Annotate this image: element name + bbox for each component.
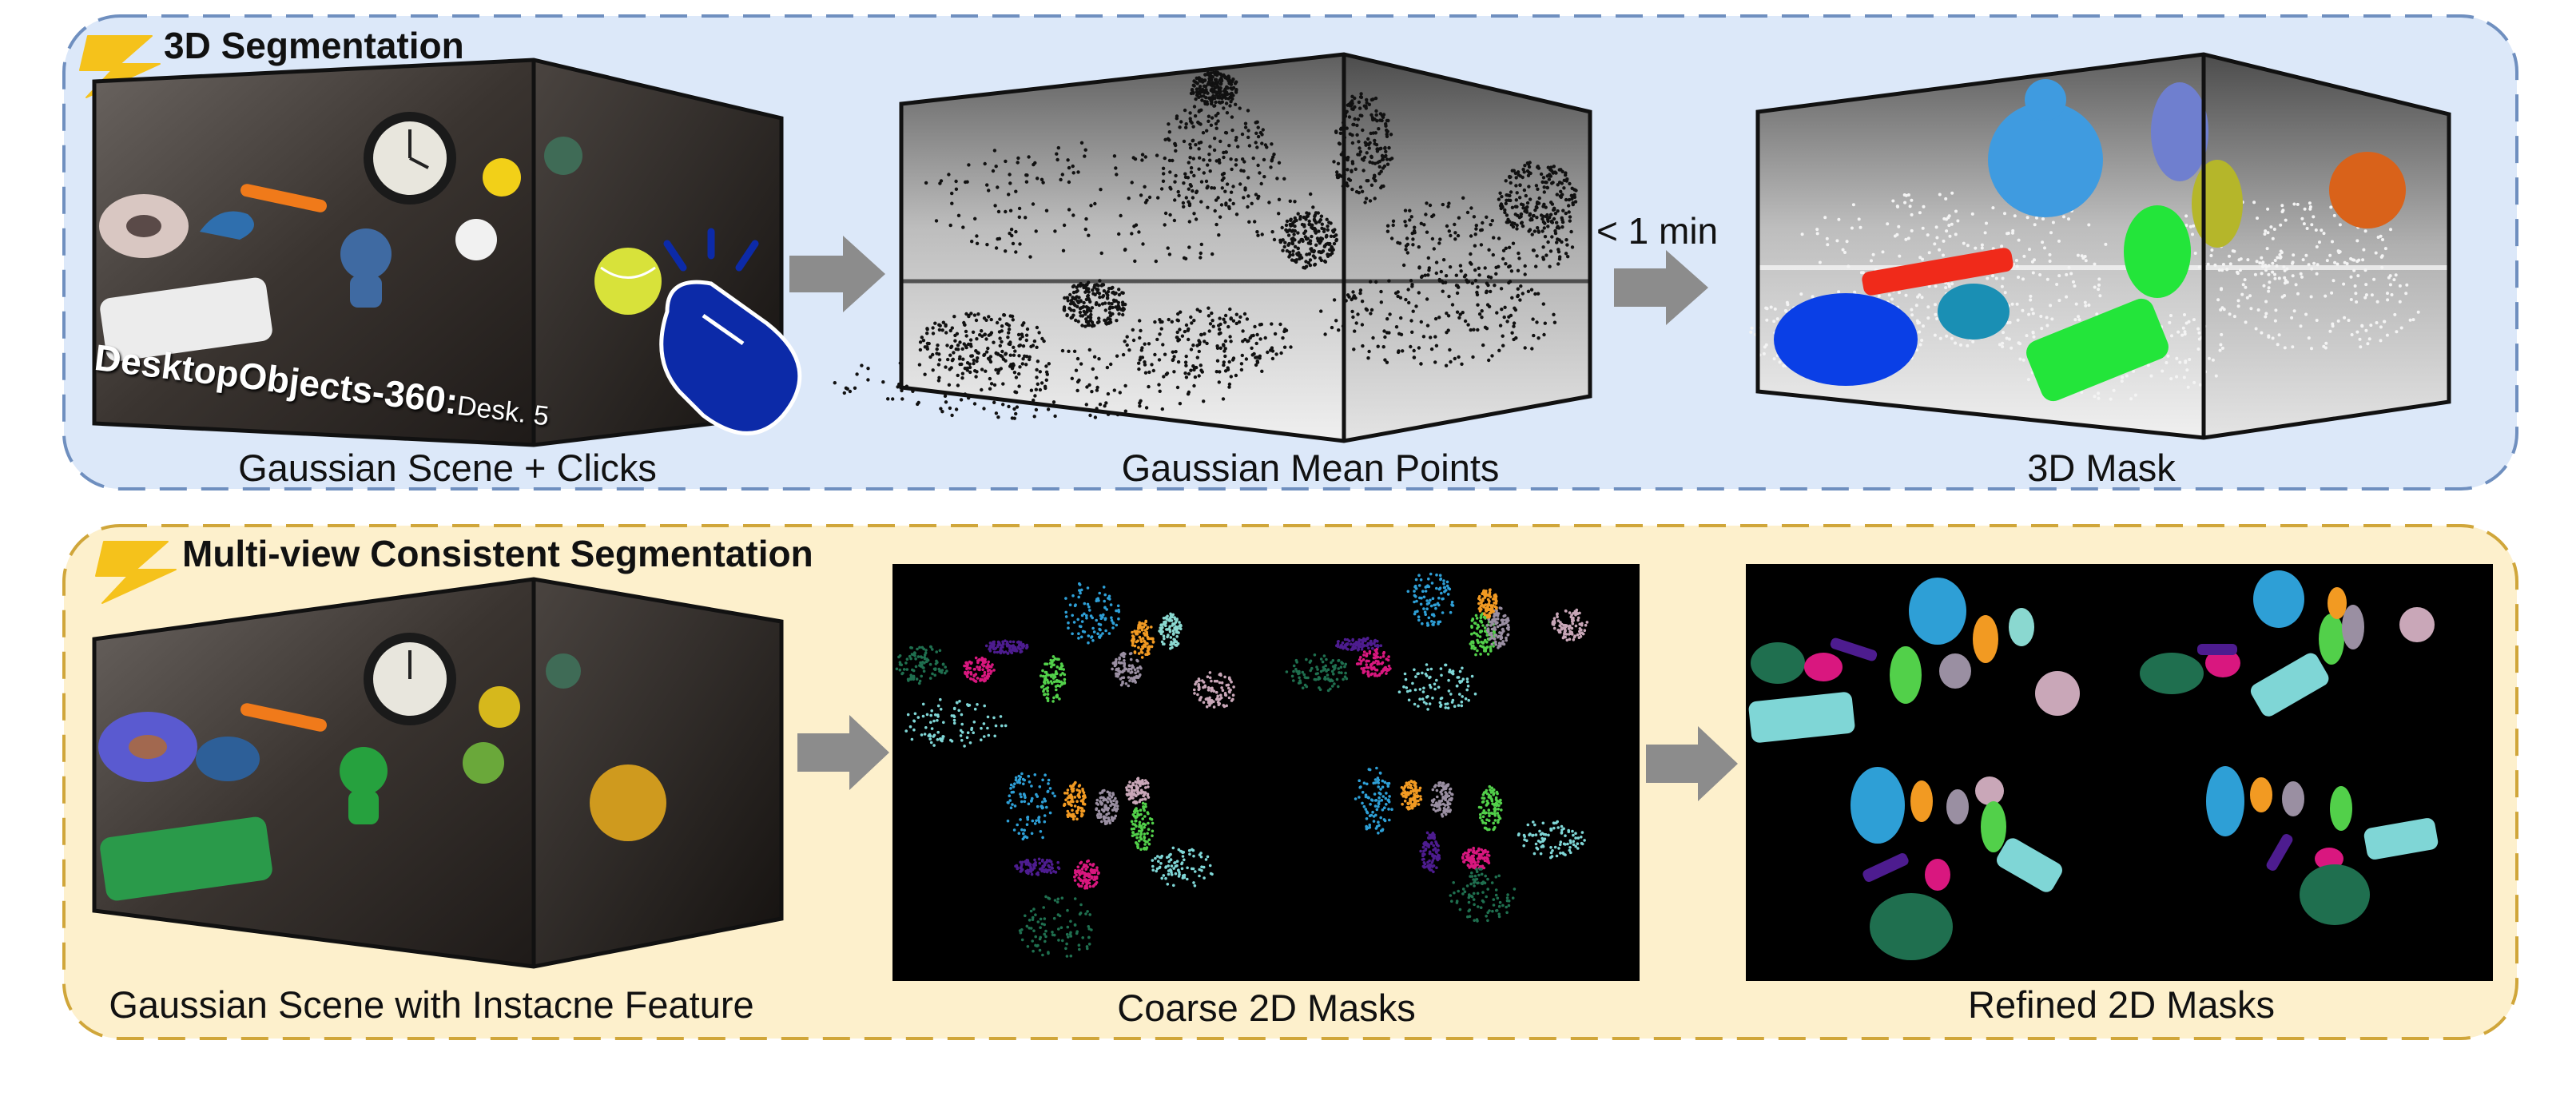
- arrow-scene-to-coarse: [797, 715, 889, 790]
- mouse-click-icon: [659, 228, 802, 435]
- caption-coarse-2d-masks: Coarse 2D Masks: [1117, 987, 1416, 1029]
- yellow-figure: [483, 158, 521, 197]
- scene-box-top: [92, 58, 802, 447]
- mask-box: [1749, 52, 2451, 440]
- stapler-bottom: [196, 737, 260, 781]
- toy-bus: [100, 277, 272, 362]
- arrow-points-to-mask: [1614, 250, 1708, 325]
- caption-3d-mask: 3D Mask: [2027, 447, 2176, 489]
- coarse-masks-image: [892, 564, 1640, 981]
- green-figure-reflection: [544, 137, 582, 175]
- marker: [241, 184, 327, 212]
- scene-box-bottom: [92, 577, 784, 969]
- arrow-scene-to-points: [789, 236, 885, 312]
- yellow-figure-feature: [479, 686, 520, 728]
- caption-refined-2d-masks: Refined 2D Masks: [1968, 983, 2275, 1026]
- mask-stapler: [1938, 284, 2010, 340]
- green-figure-feature: [340, 747, 388, 795]
- mask-blue-figure: [2151, 82, 2208, 181]
- mask-tape: [1774, 293, 1918, 386]
- refined-masks-image: [1746, 564, 2493, 981]
- mean-points: [833, 70, 1578, 420]
- mask-yellow-figure: [2192, 160, 2243, 248]
- arrow-coarse-to-refined: [1646, 726, 1738, 801]
- mask-ball: [2329, 152, 2406, 228]
- mask-bus: [2026, 298, 2169, 402]
- figure-feature: [463, 742, 504, 784]
- bus-feature: [100, 816, 272, 901]
- mask-clock: [1988, 102, 2103, 217]
- bottom-panel-title: Multi-view Consistent Segmentation: [182, 533, 813, 574]
- coarse-mask-points: [895, 572, 1589, 958]
- mask-green-figure: [2124, 205, 2191, 298]
- lightning-icon-bottom: [95, 541, 177, 604]
- caption-gaussian-scene-clicks: Gaussian Scene + Clicks: [238, 447, 657, 489]
- white-figure: [455, 219, 497, 260]
- marker-bottom: [241, 703, 327, 732]
- point-cloud-box: [833, 52, 1592, 443]
- blue-figure: [340, 228, 392, 280]
- ball-feature: [590, 764, 666, 841]
- top-panel-title: 3D Segmentation: [164, 25, 464, 66]
- mask-marker: [1862, 248, 2013, 296]
- caption-gaussian-mean-points: Gaussian Mean Points: [1121, 447, 1500, 489]
- tennis-ball: [594, 248, 662, 315]
- time-limit-label: < 1 min: [1596, 210, 1719, 252]
- stapler: [200, 211, 254, 240]
- caption-gaussian-scene-instance: Gaussian Scene with Instacne Feature: [109, 983, 754, 1026]
